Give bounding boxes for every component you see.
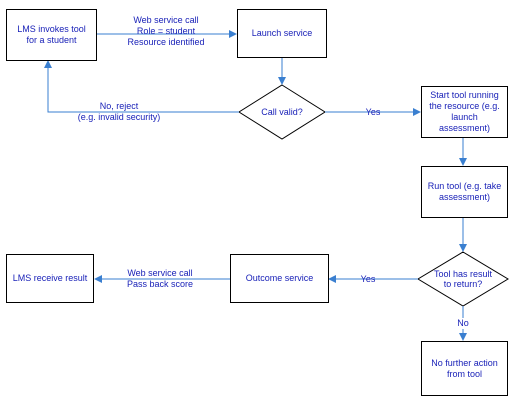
yes-valid-label: Yes <box>365 107 381 117</box>
run-tool-box: Run tool (e.g. take assessment) <box>421 166 508 218</box>
tool-has-result-label: Tool has result to return? <box>433 269 493 289</box>
yes-result-label: Yes <box>360 274 376 284</box>
launch-service-box: Launch service <box>237 9 327 58</box>
no-result-label: No <box>453 318 473 329</box>
start-tool-box: Start tool running the resource (e.g. la… <box>421 86 508 138</box>
no-reject-label: No, reject (e.g. invalid security) <box>77 101 161 122</box>
outcome-service-box: Outcome service <box>230 254 329 303</box>
lms-receive-result-box: LMS receive result <box>6 254 94 303</box>
no-further-action-box: No further action from tool <box>421 341 508 396</box>
web-service-call-score-label: Web service call Pass back score <box>126 268 194 289</box>
lms-invokes-tool-box: LMS invokes tool for a student <box>6 9 97 61</box>
web-service-call-launch-label: Web service call Role = student Resource… <box>127 15 205 47</box>
edge-reject-to-lms <box>44 60 239 113</box>
call-valid-diamond <box>238 84 326 140</box>
call-valid-label: Call valid? <box>261 107 303 117</box>
